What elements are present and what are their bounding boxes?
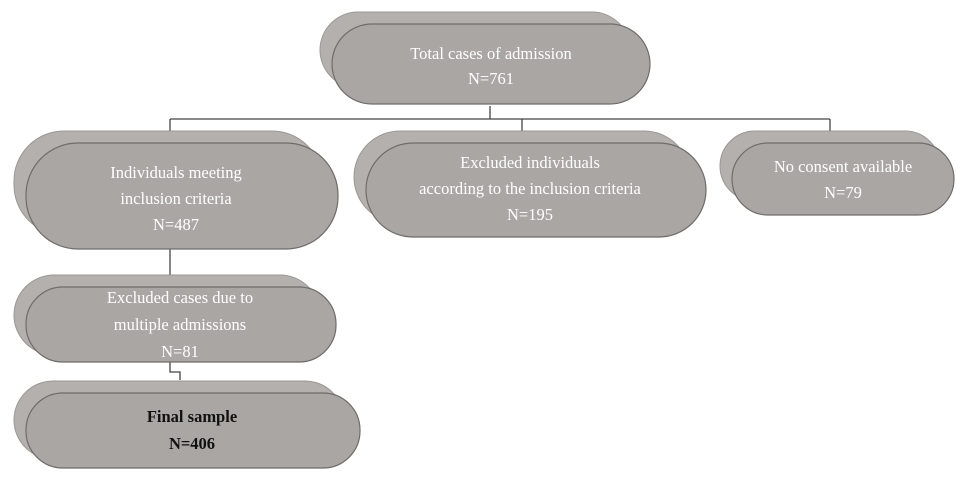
node-final-line-1: Final sample <box>147 407 237 426</box>
node-multiple-admissions: Excluded cases due to multiple admission… <box>13 274 337 363</box>
node-no-consent: No consent available N=79 <box>719 130 955 216</box>
node-total-line-2: N=761 <box>468 69 514 88</box>
node-excluded-criteria-line-1: Excluded individuals <box>460 153 600 172</box>
node-multiple-line-2: multiple admissions <box>114 315 246 334</box>
node-total-admissions: Total cases of admission N=761 <box>319 11 651 105</box>
node-inclusion-line-2: inclusion criteria <box>120 189 232 208</box>
node-multiple-line-1: Excluded cases due to <box>107 288 253 307</box>
node-inclusion-line-1: Individuals meeting <box>110 163 242 182</box>
node-total-line-1: Total cases of admission <box>410 44 572 63</box>
node-excluded-criteria: Excluded individuals according to the in… <box>353 130 707 238</box>
connectors <box>169 106 831 380</box>
node-multiple-line-3: N=81 <box>161 342 199 361</box>
connector-multiple-final <box>169 362 181 380</box>
node-final-line-2: N=406 <box>169 434 215 453</box>
node-excluded-criteria-line-3: N=195 <box>507 205 553 224</box>
node-final-sample: Final sample N=406 <box>13 380 361 469</box>
node-no-consent-line-2: N=79 <box>824 183 862 202</box>
node-inclusion-criteria: Individuals meeting inclusion criteria N… <box>13 130 339 250</box>
node-no-consent-line-1: No consent available <box>774 157 912 176</box>
node-inclusion-line-3: N=487 <box>153 215 199 234</box>
connector-total-branch <box>169 106 831 131</box>
node-excluded-criteria-line-2: according to the inclusion criteria <box>419 179 641 198</box>
